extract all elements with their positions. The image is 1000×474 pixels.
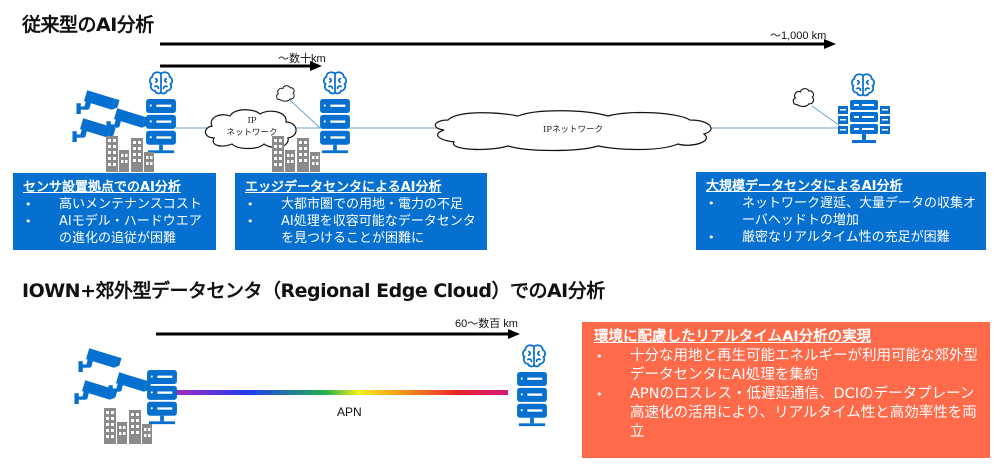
- cloud-label-line1: IP: [247, 116, 257, 126]
- brain-icon: [850, 72, 876, 98]
- sensor-site-box: センサ設置拠点でのAI分析 高いメンテナンスコスト AIモデル・ハードウエアの進…: [13, 173, 216, 250]
- box-bullet: ネットワーク遅延、大量データの収集オーバヘッドトの増加: [706, 195, 976, 229]
- cloud-icon: [790, 86, 816, 108]
- box-bullet: 厳密なリアルタイム性の充足が困難: [706, 229, 976, 246]
- apn-link: [176, 390, 508, 395]
- camera-icon: [74, 376, 118, 404]
- conventional-title: 従来型のAI分析: [22, 14, 154, 36]
- building-icon: [104, 408, 156, 444]
- box-bullet: APNのロスレス・低遅延通信、DCIのデータプレーン高速化の活用により、リアルタ…: [594, 385, 978, 442]
- iown-title: IOWN+郊外型データセンタ（Regional Edge Cloud）でのAI分…: [22, 280, 605, 302]
- arrow-icon: [160, 39, 836, 49]
- box-bullet: AI処理を収容可能なデータセンタを見つけることが困難に: [245, 213, 477, 247]
- distance-label-iown: 60～数百 km: [455, 318, 518, 330]
- building-icon: [106, 136, 158, 172]
- box-heading: 大規模データセンタによるAI分析: [706, 179, 903, 194]
- cloud-icon: [274, 83, 296, 103]
- cloud-label-line1: IPネットワーク: [542, 125, 604, 135]
- box-bullet: 大都市圏での用地・電力の不足: [245, 196, 477, 213]
- box-heading: 環境に配慮したリアルタイムAI分析の実現: [594, 329, 872, 345]
- server-icon: [516, 372, 548, 428]
- arrow-icon: [156, 329, 520, 339]
- box-heading: センサ設置拠点でのAI分析: [23, 180, 181, 195]
- box-bullet: 高いメンテナンスコスト: [23, 196, 206, 213]
- distance-label-tens-km: ～数十km: [278, 53, 326, 65]
- box-bullet: 十分な用地と再生可能エネルギーが利用可能な郊外型データセンタにAI処理を集約: [594, 347, 978, 385]
- cloud-icon: [434, 110, 712, 152]
- datacenter-icon: [838, 100, 890, 143]
- distance-arrow-iown: [156, 329, 520, 339]
- brain-icon: [521, 343, 547, 369]
- apn-label: APN: [337, 405, 362, 419]
- arrow-icon: [160, 61, 322, 71]
- brain-icon: [148, 70, 174, 96]
- cloud-label-ip-network-wide: IPネットワーク: [488, 124, 658, 136]
- cloud-label-ip-network: IP ネットワーク: [212, 115, 292, 139]
- box-heading: エッジデータセンタによるAI分析: [245, 180, 442, 195]
- distance-label-1000km: ～1,000 km: [770, 30, 827, 42]
- regional-edge-cloud-box: 環境に配慮したリアルタイムAI分析の実現 十分な用地と再生可能エネルギーが利用可…: [582, 322, 990, 458]
- edge-datacenter-box: エッジデータセンタによるAI分析 大都市圏での用地・電力の不足 AI処理を収容可…: [235, 173, 487, 250]
- distance-arrows: [160, 39, 836, 71]
- brain-icon: [322, 70, 348, 96]
- cloud-label-line2: ネットワーク: [226, 128, 278, 138]
- large-datacenter-box: 大規模データセンタによるAI分析 ネットワーク遅延、大量データの収集オーバヘッド…: [696, 172, 986, 250]
- building-icon: [272, 136, 324, 172]
- box-bullet: AIモデル・ハードウエアの進化の追従が困難: [23, 213, 206, 247]
